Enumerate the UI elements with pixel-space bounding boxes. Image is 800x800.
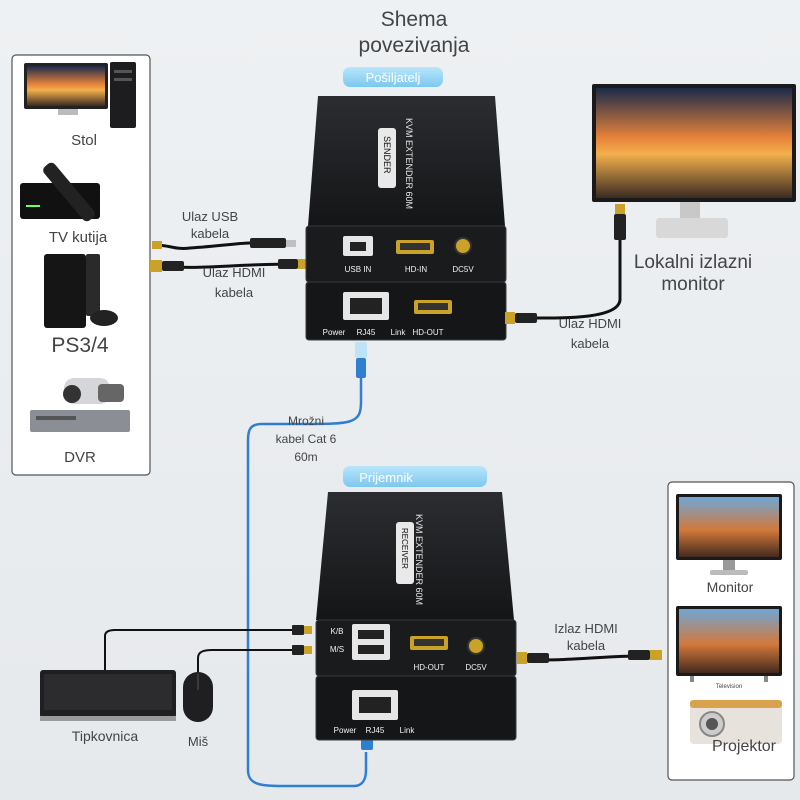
receiver-unit: KVM EXTENDER 60M RECEIVER K/B M/S HD-OUT… [315, 492, 517, 741]
sender-port-hd-in: HD-IN [405, 265, 427, 274]
mouse-label: Miš [188, 734, 209, 749]
sender-model-label: KVM EXTENDER 60M [404, 118, 414, 209]
output-monitor-icon [676, 494, 782, 575]
local-monitor-icon [592, 84, 796, 238]
source-label-ps: PS3/4 [51, 334, 109, 357]
receiver-usb-ports [352, 624, 390, 660]
sender-port-rj45: RJ45 [357, 328, 376, 337]
sender-unit: KVM EXTENDER 60M SENDER USB IN HD-IN DC5… [305, 96, 507, 341]
hdmi-in-label-1: Ulaz HDMI [203, 265, 266, 280]
dvr-camera-icon [30, 378, 130, 432]
receiver-port-hd-out: HD-OUT [413, 663, 444, 672]
hdmi-in-cable [150, 259, 308, 272]
receiver-port-rj45: RJ45 [366, 726, 385, 735]
receiver-port-ms: M/S [330, 645, 344, 654]
hdmi-out-remote-label-2: kabela [567, 638, 606, 653]
receiver-port-link: Link [400, 726, 416, 735]
output-label-projector: Projektor [712, 738, 777, 755]
mouse-icon [183, 672, 213, 722]
sender-tag: Pošiljatelj [343, 67, 443, 87]
mouse-cable [197, 645, 312, 672]
source-label-tv-box: TV kutija [49, 229, 108, 246]
desktop-pc-icon [24, 62, 136, 128]
sender-port-hd-out: HD-OUT [412, 328, 443, 337]
sender-badge-label: SENDER [382, 136, 392, 174]
local-monitor-label-2: monitor [661, 274, 725, 295]
receiver-port-power: Power [334, 726, 357, 735]
keyboard-label: Tipkovnica [72, 728, 139, 744]
keyboard-cable [104, 625, 312, 670]
network-label-3: 60m [294, 450, 317, 464]
local-monitor-label-1: Lokalni izlazni [634, 252, 752, 273]
projector-icon [690, 700, 782, 744]
title-line-2: povezivanja [359, 34, 470, 57]
receiver-port-kb: K/B [331, 627, 344, 636]
source-label-dvr: DVR [64, 449, 96, 466]
receiver-badge-label: RECEIVER [400, 528, 409, 569]
hdmi-out-local-label-2: kabela [571, 336, 610, 351]
sender-dc5v-port [454, 237, 472, 255]
hdmi-in-label-2: kabela [215, 285, 254, 300]
sender-port-usb-in: USB IN [345, 265, 372, 274]
receiver-tag: Prijemnik [343, 466, 487, 487]
hdmi-out-local-label-1: Ulaz HDMI [559, 316, 622, 331]
usb-in-label-1: Ulaz USB [182, 209, 238, 224]
tv-box-icon [20, 162, 100, 222]
source-label-stol: Stol [71, 132, 97, 149]
output-label-television: Television [716, 684, 742, 690]
receiver-port-dc5v: DC5V [465, 663, 487, 672]
network-label-1: Mrožni [288, 414, 324, 428]
hdmi-out-local-cable [505, 204, 626, 324]
title-line-1: Shema [381, 8, 448, 31]
output-label-monitor: Monitor [707, 579, 754, 595]
receiver-dc5v-port [467, 637, 485, 655]
sender-port-link: Link [391, 328, 407, 337]
sender-port-dc5v: DC5V [452, 265, 474, 274]
receiver-tag-label: Prijemnik [359, 470, 413, 485]
usb-in-cable [152, 238, 296, 250]
usb-in-label-2: kabela [191, 226, 230, 241]
sender-tag-label: Pošiljatelj [366, 70, 421, 85]
output-tv-icon [676, 606, 782, 682]
network-label-2: kabel Cat 6 [276, 432, 337, 446]
game-console-icon [44, 254, 118, 328]
keyboard-icon [40, 670, 176, 721]
sender-port-power: Power [323, 328, 346, 337]
hdmi-out-remote-label-1: Izlaz HDMI [554, 621, 618, 636]
hdmi-out-remote-cable [517, 650, 662, 664]
receiver-model-label: KVM EXTENDER 60M [414, 514, 424, 605]
